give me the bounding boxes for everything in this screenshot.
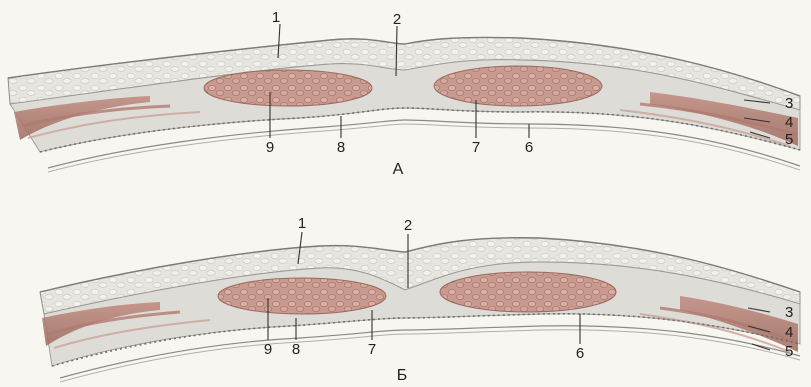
callout-a-1: 1 <box>272 9 280 26</box>
callout-b-2: 2 <box>404 217 412 234</box>
panel-a-label: А <box>393 161 404 178</box>
callout-a-3: 3 <box>785 95 793 112</box>
rectus-muscle-right <box>440 272 616 312</box>
panel-b-label: Б <box>397 367 408 384</box>
callout-a-6: 6 <box>525 139 533 156</box>
callout-b-5: 5 <box>785 343 793 360</box>
panel-a <box>8 37 800 172</box>
rectus-muscle-left <box>218 278 386 314</box>
rectus-muscle-left <box>204 70 372 106</box>
callout-a-7: 7 <box>472 139 480 156</box>
callout-b-7: 7 <box>368 341 376 358</box>
callout-b-1: 1 <box>298 215 306 232</box>
callout-b-6: 6 <box>576 345 584 362</box>
callout-b-3: 3 <box>785 304 793 321</box>
callout-a-8: 8 <box>337 139 345 156</box>
rectus-muscle-right <box>434 66 602 106</box>
callout-a-5: 5 <box>785 131 793 148</box>
callout-a-9: 9 <box>266 139 274 156</box>
callout-b-4: 4 <box>785 324 793 341</box>
callout-b-9: 9 <box>264 341 272 358</box>
panel-b <box>40 238 800 382</box>
callout-a-4: 4 <box>785 114 793 131</box>
callout-b-8: 8 <box>292 341 300 358</box>
callout-a-2: 2 <box>393 11 401 28</box>
